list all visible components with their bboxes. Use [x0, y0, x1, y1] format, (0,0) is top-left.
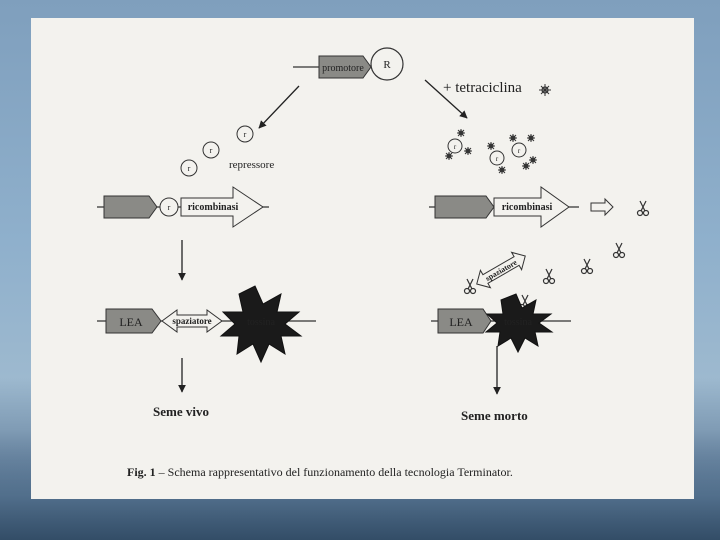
excised-spacer: spaziatore	[476, 251, 526, 289]
svg-text:r: r	[244, 130, 247, 139]
arrow-left-branch	[258, 85, 300, 129]
svg-text:r: r	[188, 164, 191, 173]
caption-prefix: Fig. 1	[127, 465, 156, 479]
seme-morto-label: Seme morto	[461, 408, 528, 423]
figure-terminator-scheme: promotore R + tetraciclina r r r repress…	[31, 18, 694, 499]
svg-text:r: r	[496, 155, 499, 163]
scissors-icons	[463, 200, 650, 311]
left-recombinase-construct: r ricombinasi	[97, 186, 269, 228]
repressor-molecules: r r r	[180, 125, 254, 177]
svg-text:r: r	[518, 147, 521, 155]
tossina-label-right: tossina	[504, 317, 532, 328]
tossina-label-left: tossina	[247, 317, 275, 328]
spaziatore-label-left: spaziatore	[172, 316, 211, 326]
repressor-gene-circle	[370, 47, 404, 81]
svg-text:r: r	[168, 203, 171, 212]
scissors-icon	[580, 258, 594, 275]
caption-text: – Schema rappresentativo del funzionamen…	[155, 465, 513, 479]
promotore-label: promotore	[322, 63, 364, 74]
tetracycline-bound-repressors: r r r	[445, 129, 537, 174]
lea-label-right: LEA	[449, 315, 473, 329]
right-recombinase-construct: ricombinasi	[429, 186, 614, 228]
scissors-icon	[636, 200, 650, 217]
seme-vivo-label: Seme vivo	[153, 404, 209, 419]
tetraciclina-label: + tetraciclina	[443, 80, 522, 96]
figure-caption: Fig. 1 – Schema rappresentativo del funz…	[127, 465, 667, 480]
left-lea-construct: LEA spaziatore tossina	[97, 285, 316, 364]
toxin-burst-left	[219, 285, 303, 364]
scissors-icon	[612, 242, 626, 259]
arrow-right-branch	[424, 79, 468, 119]
scissors-icon	[463, 278, 477, 295]
output-arrow-icon	[590, 197, 614, 217]
svg-text:r: r	[210, 146, 213, 155]
top-promoter-construct: promotore R	[293, 47, 404, 81]
diagram-canvas: promotore R + tetraciclina r r r repress…	[97, 47, 650, 423]
ricombinasi-label-left: ricombinasi	[188, 202, 239, 213]
toxin-burst-right	[484, 293, 554, 354]
scissors-icon	[542, 268, 556, 285]
repressor-R-label: R	[383, 59, 391, 71]
svg-text:r: r	[454, 143, 457, 151]
right-lea-construct: LEA tossina	[431, 293, 571, 354]
repressore-label: repressore	[229, 159, 274, 171]
ricombinasi-label-right: ricombinasi	[502, 202, 553, 213]
tetracycline-star-icon	[539, 84, 551, 96]
lea-label-left: LEA	[119, 315, 143, 329]
spaziatore-label-excised: spaziatore	[484, 258, 519, 283]
